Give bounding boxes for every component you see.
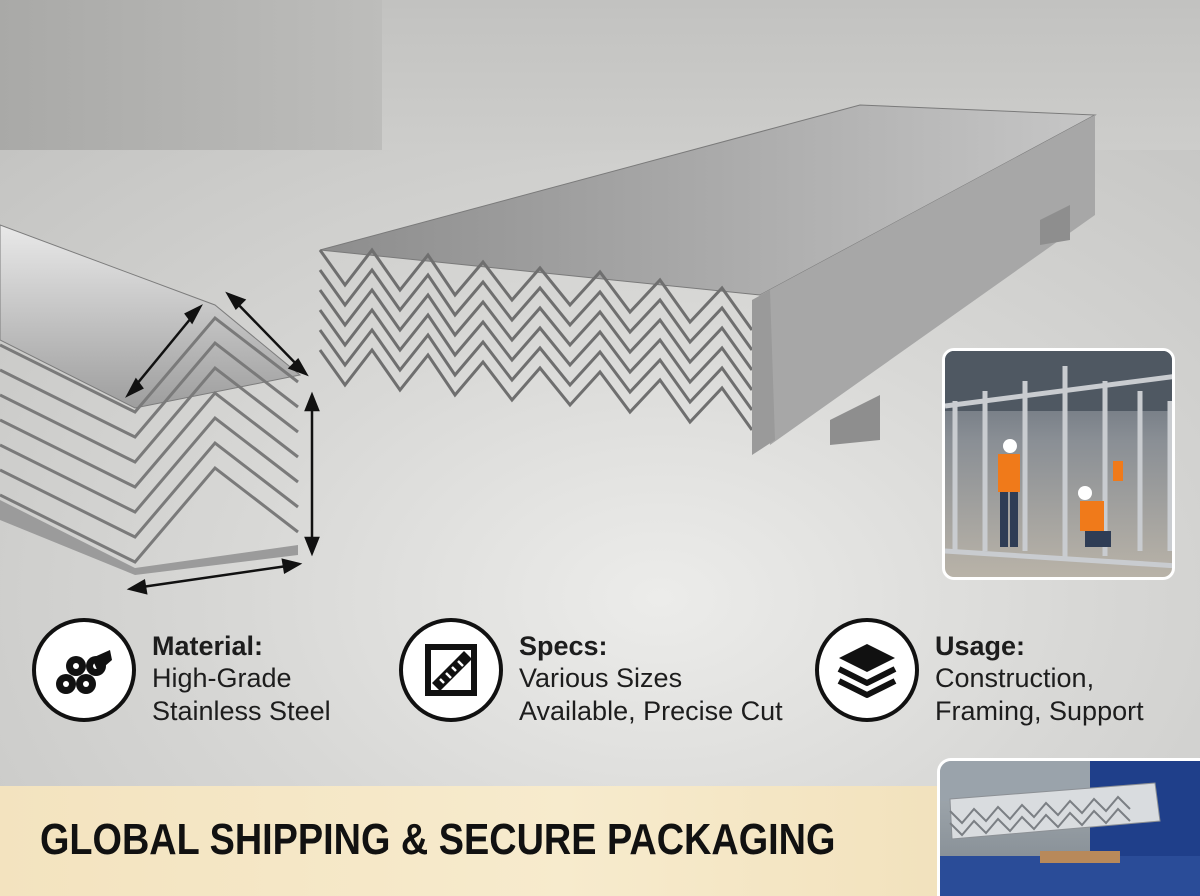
truck-shipping-photo — [937, 758, 1200, 896]
worker-figures — [998, 439, 1123, 547]
banner-text: GLOBAL SHIPPING & SECURE PACKAGING — [40, 815, 836, 864]
feature-specs: Specs: Various Sizes Available, Precise … — [399, 618, 783, 728]
feature-line: Stainless Steel — [152, 696, 331, 726]
feature-material: Material: High-Grade Stainless Steel — [32, 618, 331, 728]
steel-bundle-on-truck — [949, 782, 1161, 840]
steel-bars-icon — [32, 618, 136, 722]
small-steel-stack — [0, 224, 302, 575]
construction-framing-photo — [942, 348, 1175, 580]
feature-line: Framing, Support — [935, 696, 1144, 726]
feature-line: Available, Precise Cut — [519, 696, 783, 726]
feature-line: Construction, — [935, 663, 1095, 693]
dimension-arrows — [125, 291, 320, 595]
feature-title: Specs: — [519, 631, 608, 661]
feature-title: Usage: — [935, 631, 1026, 661]
shipping-banner — [0, 786, 940, 896]
feature-line: High-Grade — [152, 663, 292, 693]
feature-usage: Usage: Construction, Framing, Support — [815, 618, 1144, 728]
ruler-icon — [399, 618, 503, 722]
layers-icon — [815, 618, 919, 722]
large-steel-stack — [318, 104, 1097, 455]
feature-line: Various Sizes — [519, 663, 683, 693]
feature-title: Material: — [152, 631, 264, 661]
